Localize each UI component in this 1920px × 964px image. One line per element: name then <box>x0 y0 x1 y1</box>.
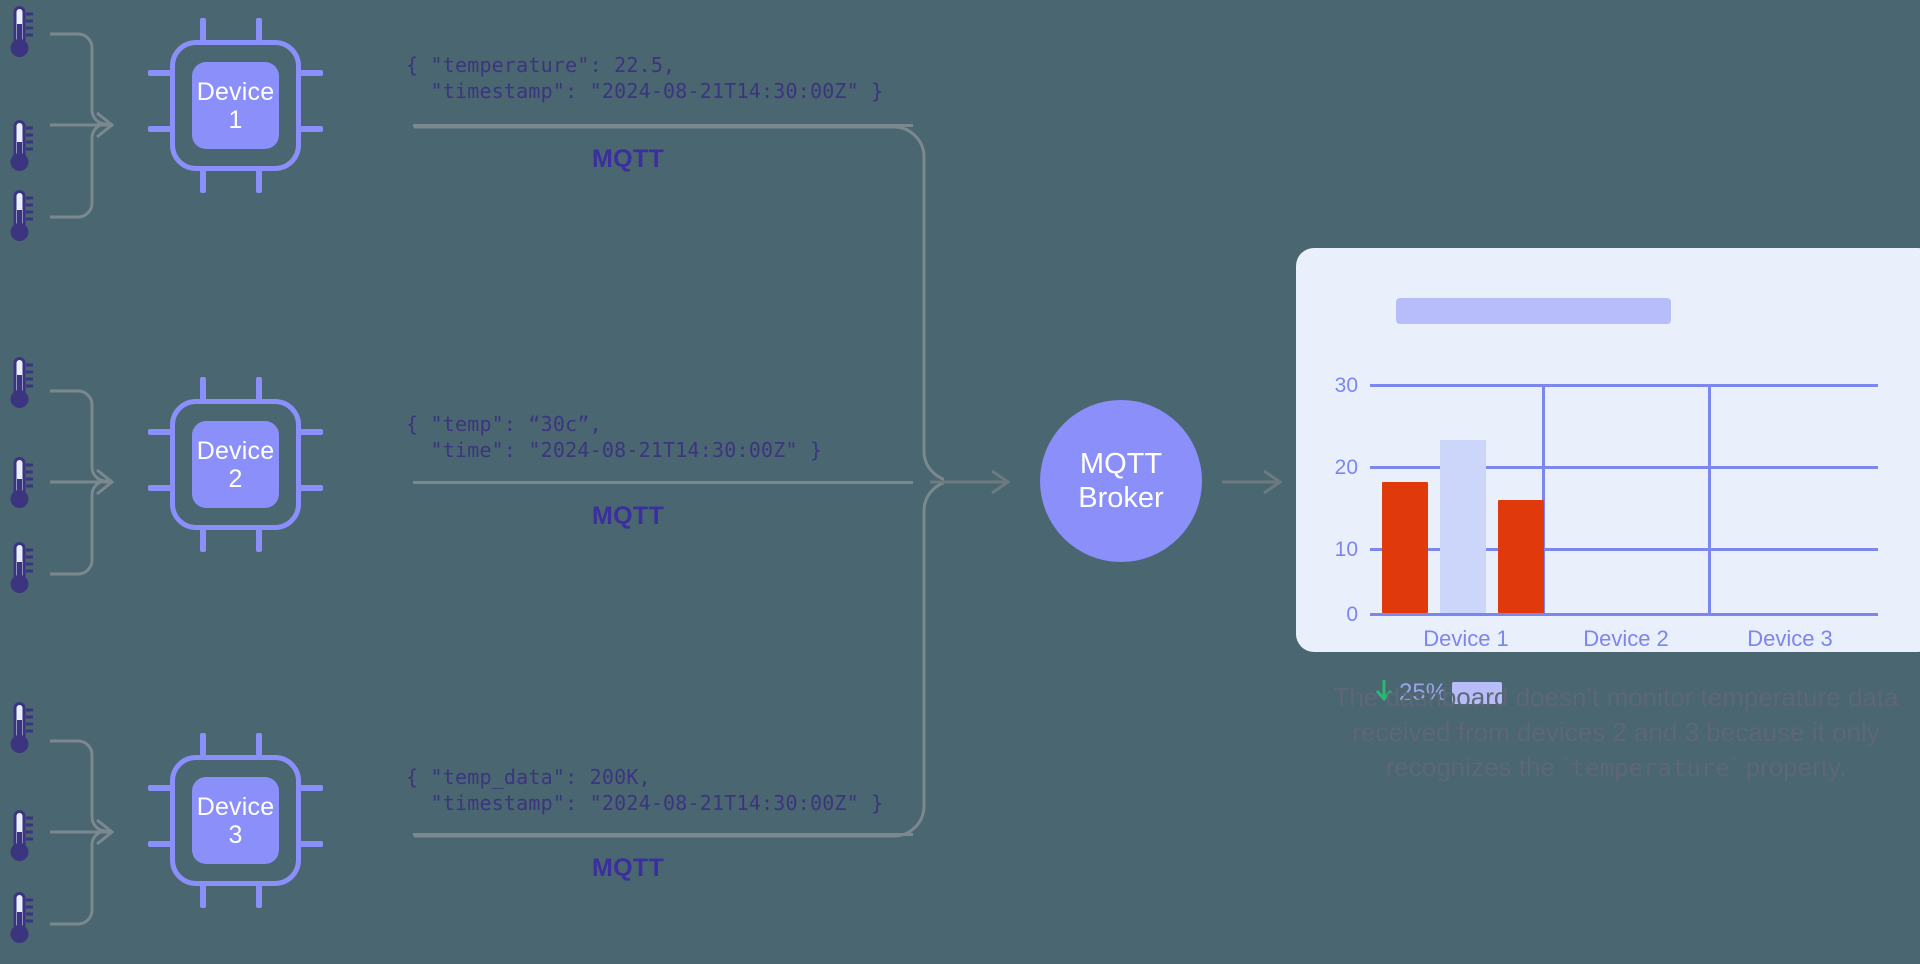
y-tick-label: 10 <box>1334 538 1358 561</box>
mqtt-protocol-label-1: MQTT <box>592 145 665 173</box>
caption-code: temperature <box>1570 754 1730 783</box>
broker-label-line1: MQTT <box>1079 447 1163 480</box>
device-label-line1: Device <box>196 77 275 106</box>
device-label-line2: 1 <box>228 105 243 134</box>
chip-pin <box>297 841 323 847</box>
thermometer-icon <box>4 118 34 182</box>
x-axis-label-device-3: Device 3 <box>1747 626 1833 651</box>
chip-pin <box>148 126 174 132</box>
mqtt-bus-pipe <box>404 124 944 839</box>
sensor-merge-connector <box>50 735 135 930</box>
device-chip-3[interactable]: Device 3 <box>148 733 323 908</box>
x-axis-label-device-1: Device 1 <box>1423 626 1509 651</box>
payload-json-2: { "temp": “30c”, "time": "2024-08-21T14:… <box>406 412 823 463</box>
bar-device1-series-b <box>1440 440 1486 613</box>
chip-pin <box>148 429 174 435</box>
chip-pin <box>148 485 174 491</box>
category-separator <box>1708 384 1711 616</box>
delta-pill <box>1452 681 1503 704</box>
thermometer-icon <box>4 455 34 519</box>
dashboard-card[interactable]: 0 10 20 30 Device 1 Device 2 Device 3 25… <box>1296 248 1920 706</box>
arrow-to-dashboard-icon <box>1222 468 1290 496</box>
chip-core: Device 3 <box>192 777 279 864</box>
chip-pin <box>297 429 323 435</box>
mqtt-broker-node[interactable]: MQTT Broker <box>1040 400 1202 562</box>
chip-pin <box>200 18 206 44</box>
chip-pin <box>297 126 323 132</box>
device-label-line2: 3 <box>228 820 243 849</box>
arrow-to-broker-icon <box>930 468 1018 496</box>
sensor-merge-connector <box>50 28 135 223</box>
chip-pin <box>200 167 206 193</box>
chip-pin <box>256 733 262 759</box>
chip-pin <box>256 526 262 552</box>
thermometer-icon <box>4 540 34 604</box>
thermometer-icon <box>4 355 34 419</box>
delta-indicator: 25% <box>1374 678 1503 707</box>
caption-part2: ˋ property. <box>1729 752 1847 783</box>
chip-pin <box>200 733 206 759</box>
chip-pin <box>200 377 206 403</box>
gridline-10 <box>1370 548 1878 551</box>
y-tick-label: 20 <box>1334 456 1358 479</box>
sensor-merge-connector <box>50 385 135 580</box>
bar-device1-series-a <box>1382 482 1428 613</box>
broker-label-line2: Broker <box>1078 482 1164 514</box>
chip-pin <box>297 485 323 491</box>
chip-pin <box>297 70 323 76</box>
payload-json-1: { "temperature": 22.5, "timestamp": "202… <box>406 53 884 104</box>
arrow-down-icon <box>1374 678 1394 707</box>
mqtt-protocol-label-2: MQTT <box>592 502 665 530</box>
thermometer-icon <box>4 188 34 252</box>
chip-pin <box>256 167 262 193</box>
y-tick-label: 0 <box>1346 603 1358 626</box>
thermometer-icon <box>4 890 34 954</box>
chip-core: Device 2 <box>192 421 279 508</box>
dashboard-title-placeholder <box>1396 298 1671 324</box>
chip-outline <box>170 40 301 171</box>
bar-device1-series-c <box>1498 500 1544 613</box>
chip-pin <box>256 882 262 908</box>
x-axis-label-device-2: Device 2 <box>1583 626 1669 651</box>
device-chip-1[interactable]: Device 1 <box>148 18 323 193</box>
gridline-20 <box>1370 466 1878 469</box>
thermometer-icon <box>4 808 34 872</box>
y-tick-label: 30 <box>1334 374 1358 397</box>
device-chip-2[interactable]: Device 2 <box>148 377 323 552</box>
chip-pin <box>148 785 174 791</box>
chip-pin <box>297 785 323 791</box>
device-label-line1: Device <box>196 436 275 465</box>
thermometer-icon <box>4 700 34 764</box>
chip-pin <box>148 70 174 76</box>
x-axis-line <box>1370 613 1878 616</box>
chip-pin <box>200 526 206 552</box>
mqtt-connector-line-2 <box>413 481 913 484</box>
mqtt-protocol-label-3: MQTT <box>592 854 665 882</box>
device-label-line1: Device <box>196 792 275 821</box>
chip-outline <box>170 755 301 886</box>
gridline-30 <box>1370 384 1878 387</box>
delta-value: 25% <box>1399 678 1448 706</box>
chip-pin <box>148 841 174 847</box>
chip-pin <box>256 18 262 44</box>
thermometer-icon <box>4 4 34 68</box>
chip-pin <box>200 882 206 908</box>
device-label-line2: 2 <box>228 464 243 493</box>
chip-pin <box>256 377 262 403</box>
chip-outline <box>170 399 301 530</box>
chip-core: Device 1 <box>192 62 279 149</box>
caption-part1: The dashboard doesn’t monitor temperatur… <box>1333 682 1899 783</box>
payload-json-3: { "temp_data": 200K, "timestamp": "2024-… <box>406 765 884 816</box>
dashboard-caption: The dashboard doesn’t monitor temperatur… <box>1296 680 1920 785</box>
